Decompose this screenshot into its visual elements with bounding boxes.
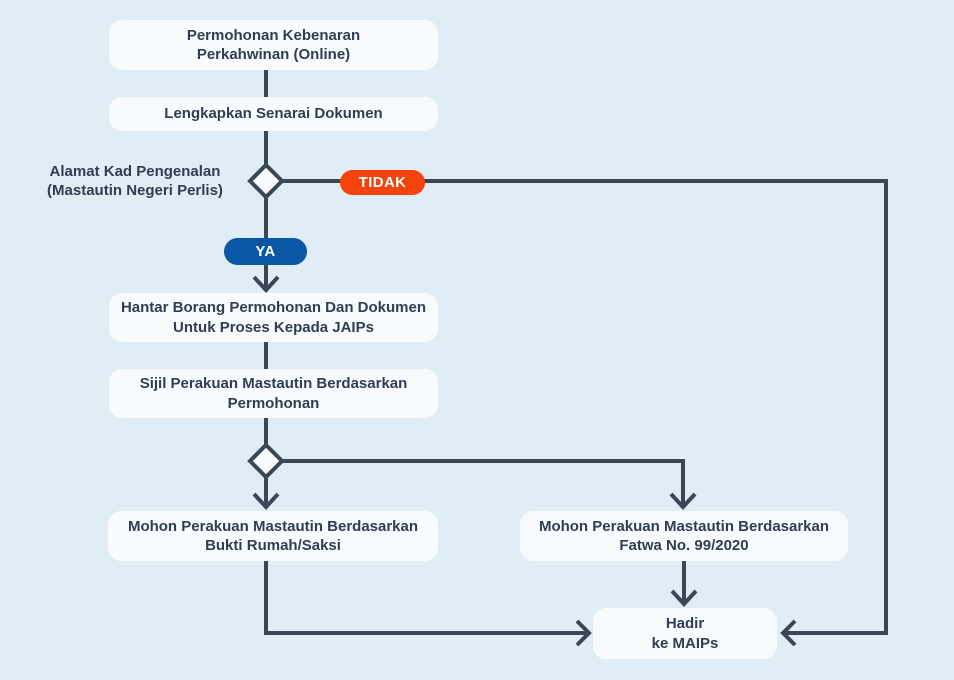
node-mohon-perakuan-fatwa: Mohon Perakuan Mastautin Berdasarkan Fat… [520,511,848,561]
node-text-line: Permohonan [227,394,320,412]
node-text-line: Lengkapkan Senarai Dokumen [164,105,383,123]
arrowhead-into-bukti [252,492,280,510]
arrowhead-into-hadir-top [670,589,698,607]
connector-tidak-path [282,179,888,635]
arrowhead-into-hadir-left [575,619,592,647]
node-text-line: Bukti Rumah/Saksi [205,537,341,554]
branch-badge-tidak: TIDAK [340,170,425,195]
arrowhead-into-hantar [252,275,280,293]
decision1-label: Alamat Kad Pengenalan (Mastautin Negeri … [35,163,235,201]
node-text-line: Mohon Perakuan Mastautin Berdasarkan [538,517,830,535]
node-text-line: ke MAIPs [651,634,719,652]
node-text-line: Sijil Perakuan Mastautin Berdasarkan [139,375,408,392]
node-lengkapkan-senarai-dokumen: Lengkapkan Senarai Dokumen [109,97,438,131]
node-text-line: Permohonan Kebenaran [186,26,361,44]
node-mohon-perakuan-bukti-rumah: Mohon Perakuan Mastautin Berdasarkan Buk… [108,511,438,561]
node-hantar-borang: Hantar Borang Permohonan Dan Dokumen Unt… [109,293,438,342]
decision2-diamond [247,442,285,480]
branch-badge-tidak-label: TIDAK [358,174,407,191]
node-text-line: Perkahwinan (Online) [196,46,351,63]
branch-badge-ya-label: YA [255,243,276,260]
decision1-diamond [247,162,285,200]
decision1-label-line1: Alamat Kad Pengenalan [49,163,221,180]
node-text-line: Hantar Borang Permohonan Dan Dokumen [120,299,427,316]
arrowhead-into-fatwa [669,492,697,510]
node-text-line: Fatwa No. 99/2020 [619,537,749,554]
decision1-label-line2: (Mastautin Negeri Perlis) [47,181,223,199]
arrowhead-into-hadir-right [780,619,797,647]
node-hadir-ke-maips: Hadir ke MAIPs [593,608,777,659]
node-text-line: Mohon Perakuan Mastautin Berdasarkan [127,517,419,535]
node-permohonan-kebenaran: Permohonan Kebenaran Perkahwinan (Online… [109,20,438,70]
node-text-line: Untuk Proses Kepada JAIPs [173,318,374,336]
node-text-line: Hadir [665,615,705,632]
branch-badge-ya: YA [224,238,307,265]
node-sijil-perakuan: Sijil Perakuan Mastautin Berdasarkan Per… [109,369,438,418]
connector-bukti-hadir [264,561,589,635]
connector-decision2-fatwa [282,459,685,507]
